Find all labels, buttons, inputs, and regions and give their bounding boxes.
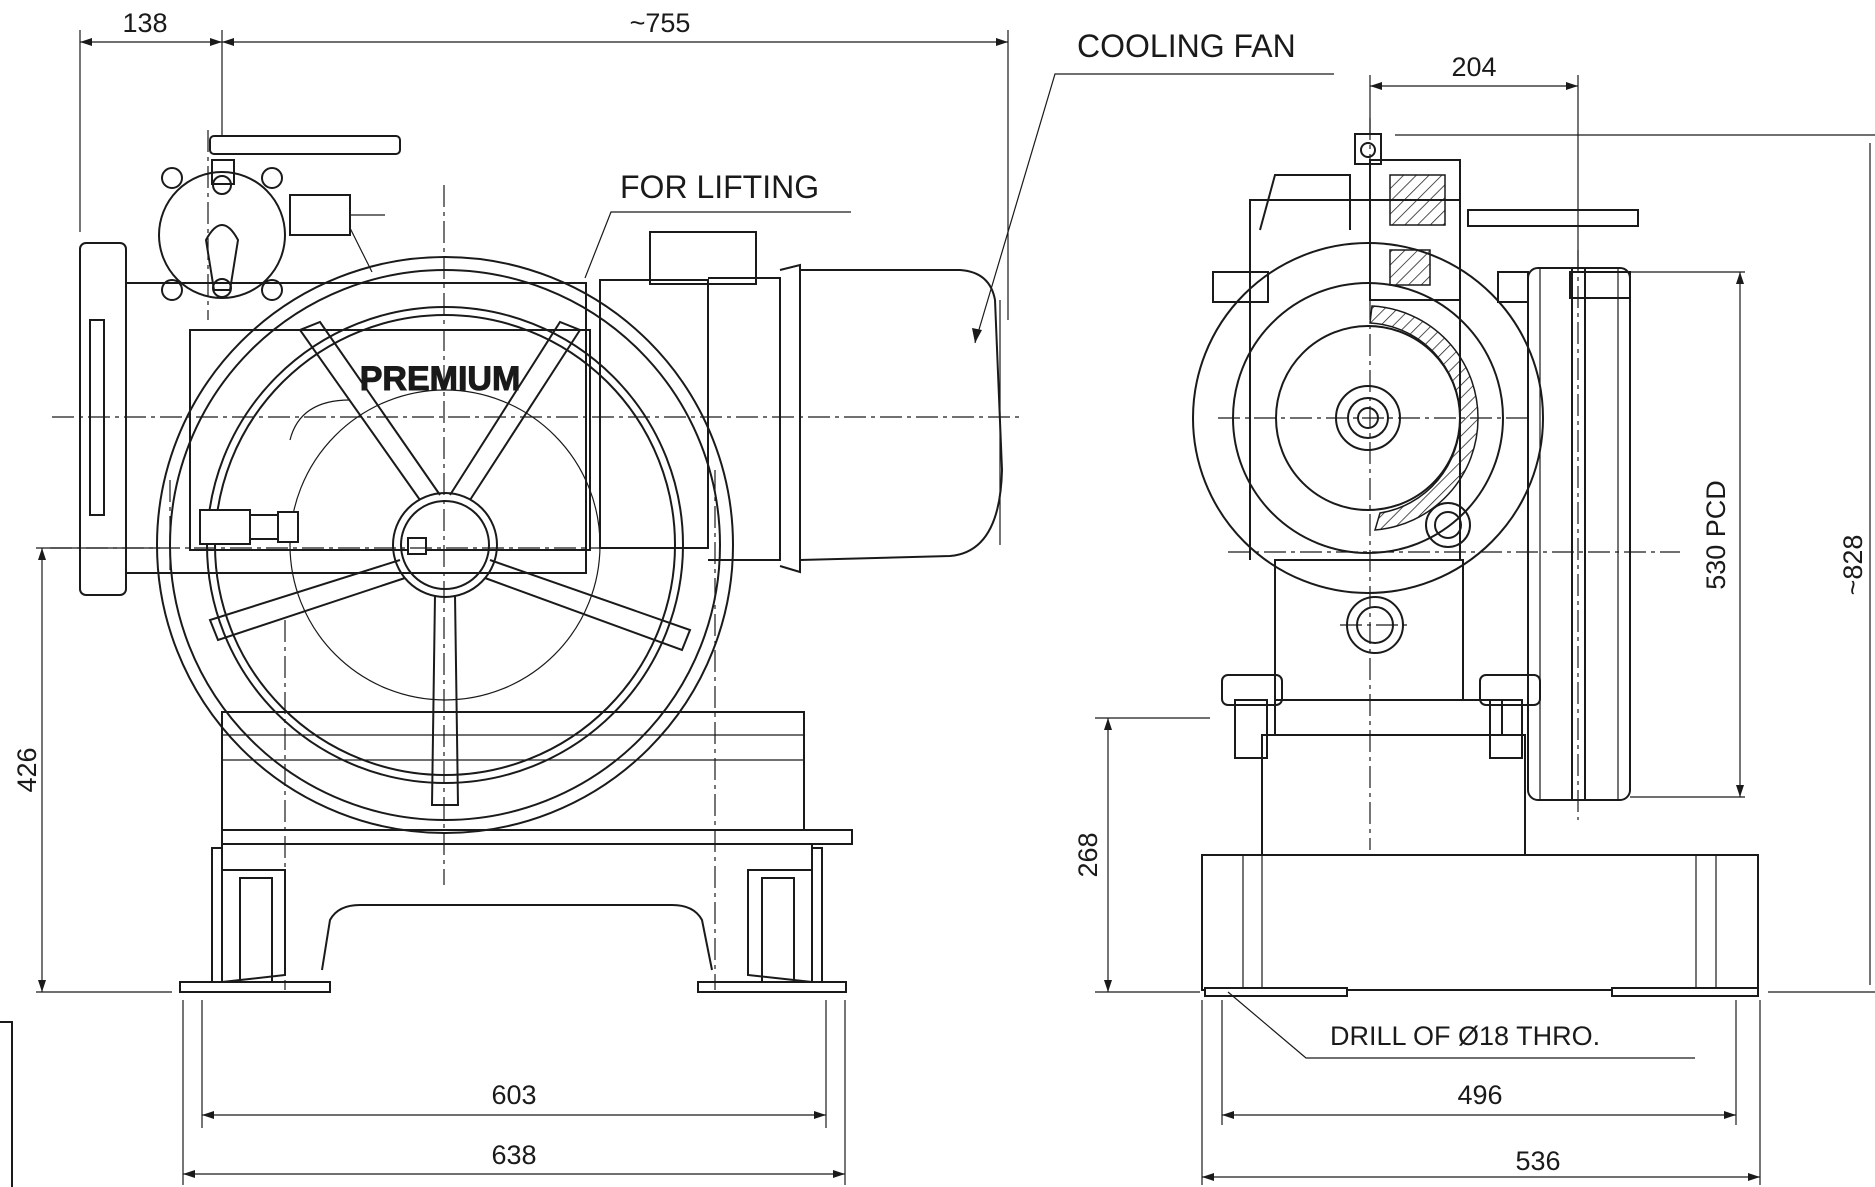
dim-138-label: 138: [122, 8, 167, 38]
dim-426-label: 426: [12, 747, 42, 792]
dim-638-label: 638: [491, 1140, 536, 1170]
brake-assembly: [158, 135, 401, 301]
front-base-frame: [179, 711, 853, 993]
dim-496-label: 496: [1457, 1080, 1502, 1110]
dim-496: 496: [1221, 1000, 1737, 1125]
for-lifting-label: FOR LIFTING: [620, 169, 819, 205]
dim-426: 426: [12, 547, 172, 993]
dim-138: 138: [79, 8, 1009, 320]
side-springs: [1212, 271, 1631, 303]
dim-536-label: 536: [1515, 1146, 1560, 1176]
side-brake: [1259, 133, 1639, 301]
for-lifting-leader: [584, 211, 851, 279]
dim-268-label: 268: [1073, 832, 1103, 877]
dim-828-label: ~828: [1838, 535, 1868, 596]
dim-268: 268: [1073, 717, 1210, 993]
dim-530-pcd-label: 530 PCD: [1701, 480, 1731, 590]
dim-603: 603: [201, 1000, 827, 1128]
side-view: 204 530 PCD ~828 268 DRILL OF Ø18 THRO.: [1073, 52, 1875, 1185]
side-base: [1201, 699, 1759, 997]
side-coupling: [199, 509, 299, 545]
cooling-fan-label: COOLING FAN: [1077, 28, 1296, 64]
dim-536: 536: [1201, 1000, 1761, 1185]
drill-note-label: DRILL OF Ø18 THRO.: [1330, 1021, 1600, 1051]
cooling-fan-leader: [974, 73, 1334, 344]
edge-bracket: [0, 1021, 13, 1187]
dim-530-pcd: 530 PCD: [1630, 271, 1745, 798]
dim-204-label: 204: [1451, 52, 1496, 82]
dim-755: ~755: [222, 8, 1008, 46]
dim-828: ~828: [1395, 134, 1875, 993]
drill-note-leader: [1227, 991, 1695, 1059]
dim-603-label: 603: [491, 1080, 536, 1110]
dim-638: 638: [182, 1000, 846, 1185]
dim-204: 204: [1369, 52, 1579, 270]
dim-755-label: ~755: [630, 8, 691, 38]
side-drum: [1192, 242, 1544, 654]
front-view: PREMIUM FOR LIFTING COOLING FAN 138: [12, 8, 1334, 1185]
brand-label: PREMIUM: [360, 360, 521, 398]
side-pulley: [1527, 267, 1631, 801]
